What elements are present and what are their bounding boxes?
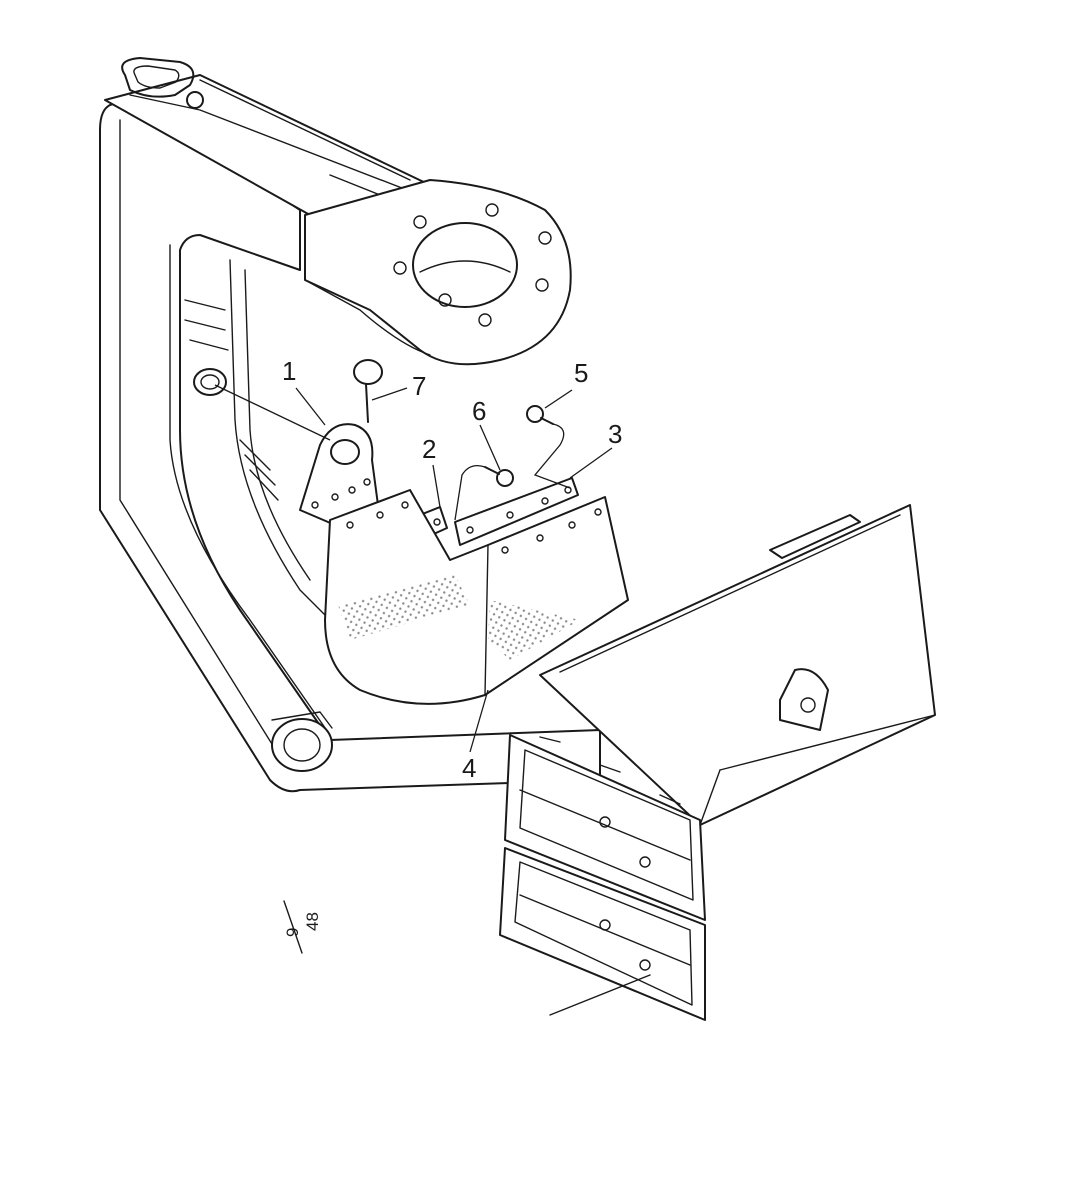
part-5-bolt bbox=[526, 405, 571, 489]
boom-beam bbox=[499, 504, 936, 1021]
side-bushing bbox=[193, 368, 227, 396]
sheet-ref-denominator: 48 bbox=[303, 912, 322, 931]
callout-leaders bbox=[295, 387, 613, 753]
part-3-clamp-strip bbox=[454, 477, 579, 546]
sheet-reference: 9 48 bbox=[283, 900, 322, 954]
part-1-bracket bbox=[214, 384, 379, 526]
callout-1: 1 bbox=[282, 356, 296, 386]
callout-4: 4 bbox=[462, 753, 476, 783]
part-7-pin bbox=[353, 359, 383, 423]
callout-6: 6 bbox=[472, 396, 486, 426]
callout-7: 7 bbox=[412, 371, 426, 401]
sheet-ref-numerator: 9 bbox=[283, 928, 302, 937]
part-6-screw bbox=[454, 464, 514, 521]
callout-2: 2 bbox=[422, 434, 436, 464]
callout-5: 5 bbox=[574, 358, 588, 388]
slewing-hub bbox=[304, 179, 572, 366]
part-4-mesh-cover bbox=[324, 489, 629, 705]
callout-3: 3 bbox=[608, 419, 622, 449]
sheet-ref-divider bbox=[283, 900, 303, 954]
pivot-bushing bbox=[271, 711, 333, 772]
